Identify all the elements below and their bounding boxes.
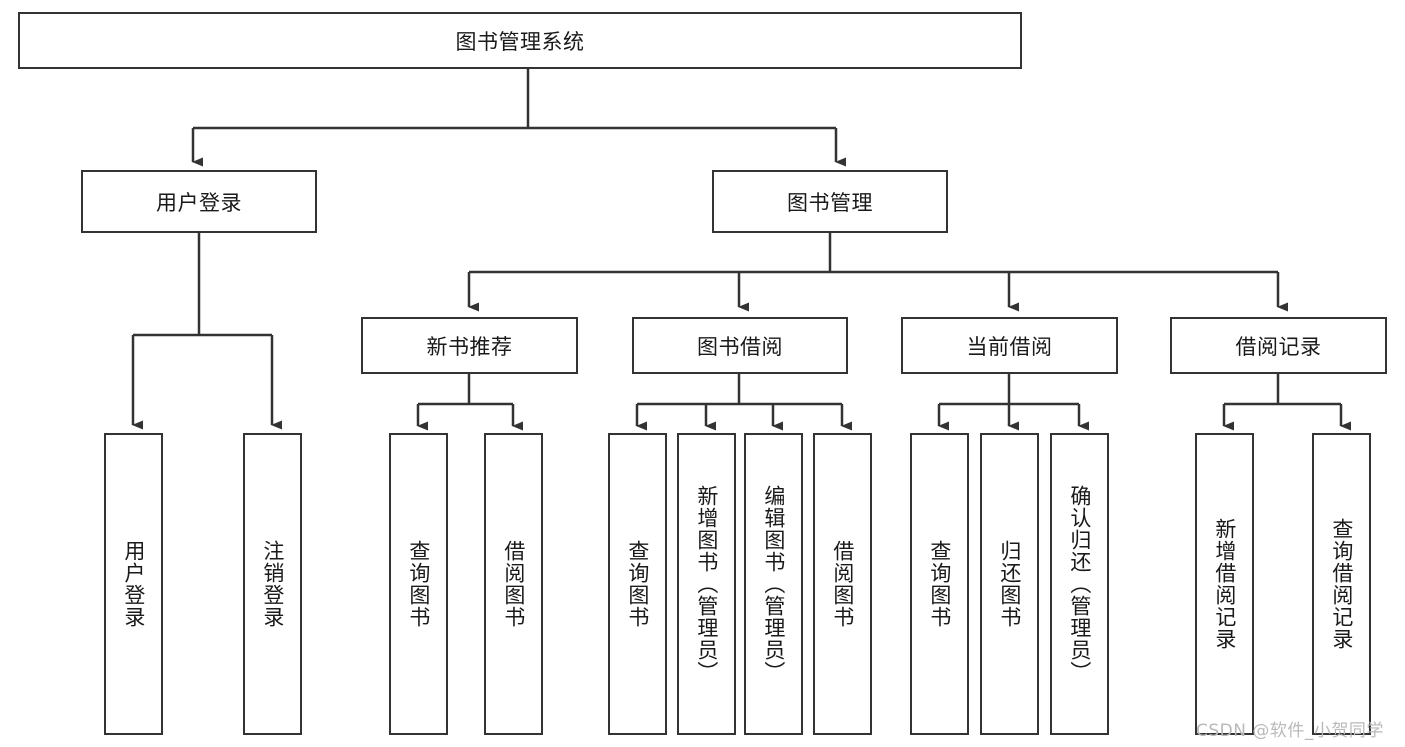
leaf-borrow-add-book-admin[interactable]: 新增图书（管理员）: [677, 433, 736, 735]
leaf-current-query-books[interactable]: 查询图书: [910, 433, 969, 735]
node-label: 当前借阅: [966, 334, 1053, 359]
node-label: 查询借阅记录: [1329, 518, 1354, 650]
node-label: 图书借阅: [697, 334, 783, 359]
leaf-record-add-record[interactable]: 新增借阅记录: [1195, 433, 1254, 735]
node-book-management[interactable]: 图书管理: [712, 170, 948, 233]
node-label: 新增借阅记录: [1212, 518, 1237, 650]
leaf-current-return-books[interactable]: 归还图书: [980, 433, 1039, 735]
node-label: 借阅记录: [1235, 334, 1322, 359]
node-label: 注销登录: [260, 540, 285, 628]
leaf-newbook-query-books[interactable]: 查询图书: [389, 433, 448, 735]
node-borrow-record[interactable]: 借阅记录: [1170, 317, 1387, 374]
leaf-user-logout[interactable]: 注销登录: [243, 433, 302, 735]
node-label: 新增图书（管理员）: [694, 485, 719, 683]
leaf-current-confirm-return-admin[interactable]: 确认归还（管理员）: [1050, 433, 1109, 735]
node-root-system[interactable]: 图书管理系统: [18, 12, 1022, 69]
node-label: 确认归还（管理员）: [1067, 485, 1092, 683]
node-book-borrow[interactable]: 图书借阅: [632, 317, 848, 374]
leaf-record-query-record[interactable]: 查询借阅记录: [1312, 433, 1371, 735]
leaf-newbook-borrow-books[interactable]: 借阅图书: [484, 433, 543, 735]
node-user-login[interactable]: 用户登录: [81, 170, 317, 233]
leaf-borrow-borrow-books[interactable]: 借阅图书: [813, 433, 872, 735]
leaf-user-login[interactable]: 用户登录: [104, 433, 163, 735]
node-label: 归还图书: [997, 540, 1022, 628]
node-label: 查询图书: [406, 540, 431, 628]
leaf-borrow-query-books[interactable]: 查询图书: [608, 433, 667, 735]
node-label: 查询图书: [625, 540, 650, 628]
node-label: 查询图书: [927, 540, 952, 628]
csdn-watermark: CSDN @软件_小贺同学: [1196, 721, 1384, 741]
node-current-borrow[interactable]: 当前借阅: [901, 317, 1118, 374]
node-label: 新书推荐: [426, 334, 513, 359]
node-label: 图书管理: [787, 190, 873, 215]
node-label: 编辑图书（管理员）: [761, 485, 786, 683]
leaf-borrow-edit-book-admin[interactable]: 编辑图书（管理员）: [744, 433, 803, 735]
node-label: 用户登录: [156, 190, 242, 215]
node-label: 用户登录: [121, 540, 146, 628]
node-label: 图书管理系统: [455, 29, 585, 54]
node-label: 借阅图书: [501, 540, 526, 628]
node-new-book-recommend[interactable]: 新书推荐: [361, 317, 578, 374]
node-label: 借阅图书: [830, 540, 855, 628]
